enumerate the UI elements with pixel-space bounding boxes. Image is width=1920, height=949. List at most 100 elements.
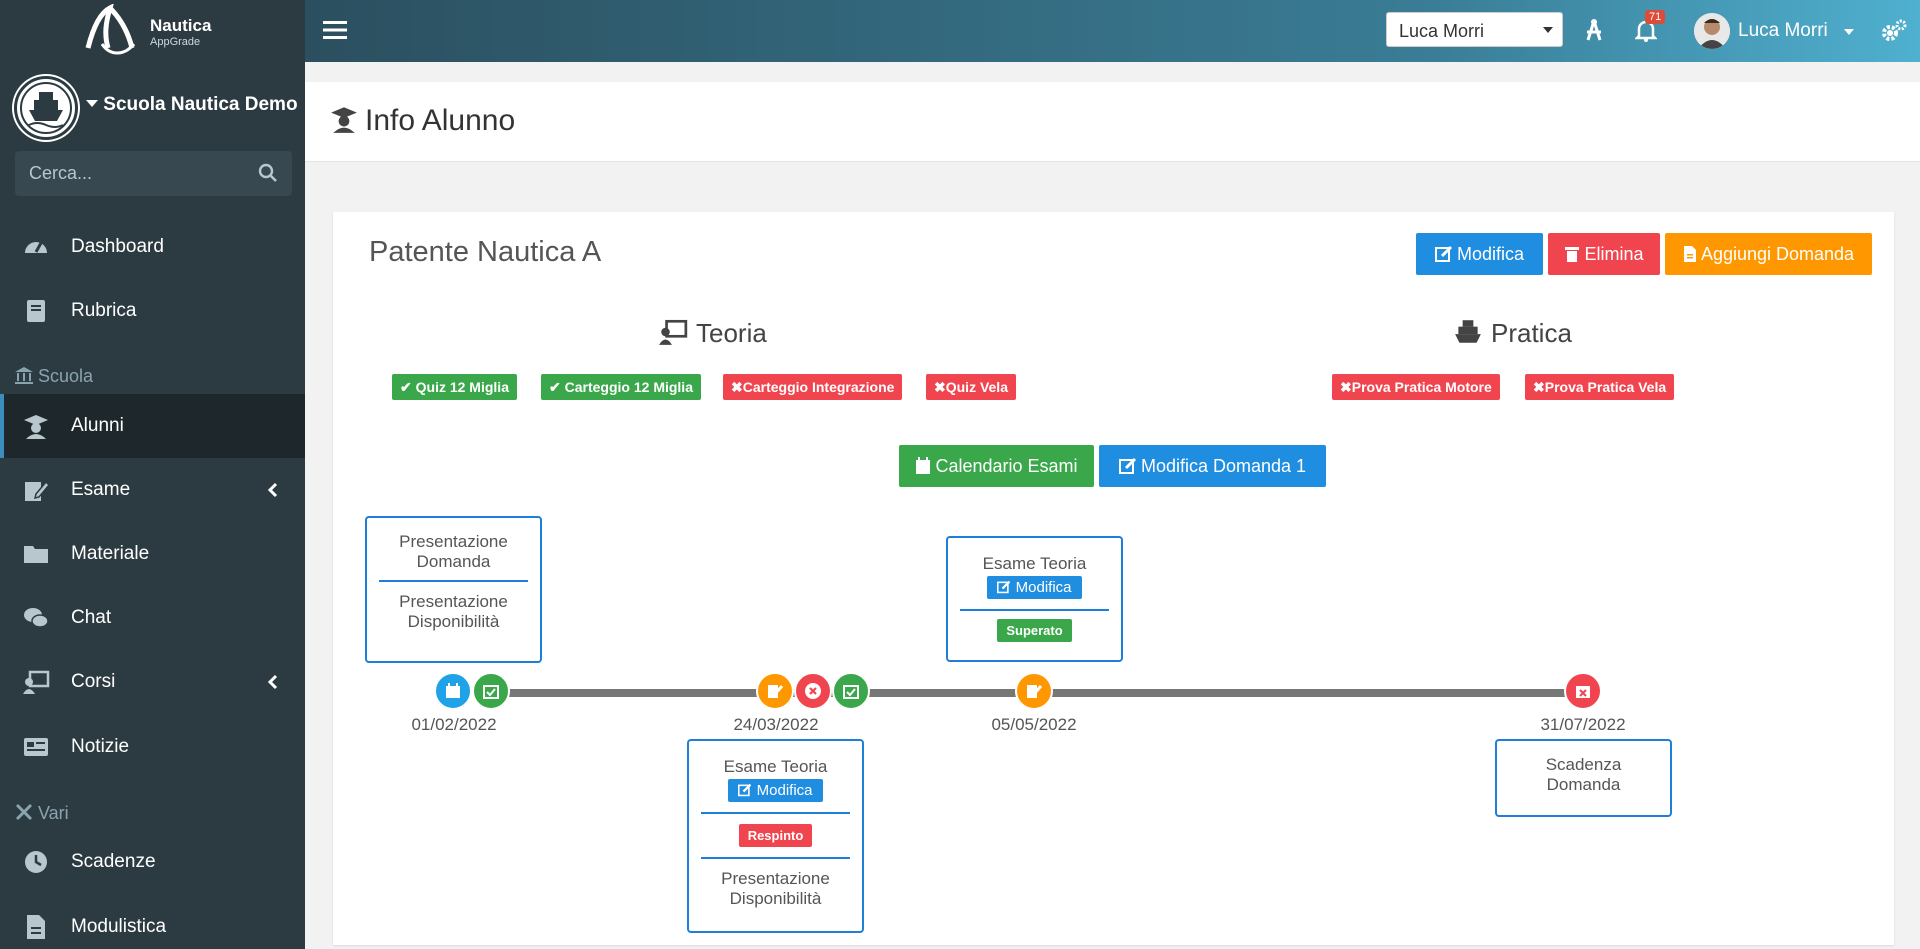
timeline-dot-deadline[interactable]	[1564, 672, 1602, 710]
box-separator	[960, 609, 1109, 611]
timeline-date: 05/05/2022	[991, 715, 1077, 734]
timeline-box-esame-respinto: Esame Teoria Modifica Respinto Presentaz…	[687, 739, 864, 933]
search-input[interactable]	[15, 151, 255, 196]
result-badge-respinto: Respinto	[738, 824, 813, 847]
hamburger-menu-icon[interactable]	[323, 19, 347, 41]
calendar-times-icon	[1576, 686, 1590, 698]
timeline-dot-calendar-check[interactable]	[472, 672, 510, 710]
section-vari: Vari	[14, 802, 69, 824]
box-separator	[701, 812, 850, 814]
timeline-dot-exam[interactable]	[756, 672, 794, 710]
caret-down-icon	[1543, 27, 1553, 33]
sidebar-item-rubrica[interactable]: Rubrica	[0, 279, 305, 343]
compass-icon[interactable]	[1581, 18, 1607, 44]
teacher-icon	[23, 670, 50, 694]
timeline-box-scadenza: Scadenza Domanda	[1495, 739, 1672, 817]
sidebar-item-dashboard[interactable]: Dashboard	[0, 215, 305, 279]
card-title: Patente Nautica A	[369, 236, 602, 268]
section-scuola: Scuola	[14, 365, 93, 387]
edit-icon	[738, 783, 752, 797]
sidebar-search	[15, 151, 292, 196]
timeline-dot-calendar-check[interactable]	[832, 672, 870, 710]
sidebar-item-label: Esame	[71, 479, 131, 500]
school-switcher[interactable]: Scuola Nautica Demo	[14, 76, 304, 140]
x-icon: ✖	[934, 379, 946, 395]
chat-icon	[24, 608, 49, 628]
student-icon	[331, 107, 357, 133]
page-header: Info Alunno	[305, 82, 1920, 162]
timeline-date: 31/07/2022	[1540, 715, 1626, 734]
user-menu[interactable]: Luca Morri	[1694, 12, 1854, 50]
edit-icon	[997, 580, 1011, 594]
modifica-domanda-button[interactable]: Modifica Domanda 1	[1099, 445, 1326, 487]
chevron-left-icon[interactable]	[265, 672, 279, 692]
result-badge-superato: Superato	[997, 619, 1072, 642]
tag-carteggio-integrazione: ✖Carteggio Integrazione	[723, 374, 903, 400]
timeline-box-presentazione: Presentazione Domanda Presentazione Disp…	[365, 516, 542, 663]
exam-icon	[768, 685, 784, 698]
x-icon: ✖	[1340, 379, 1352, 395]
sidebar-item-label: Corsi	[71, 671, 116, 692]
sidebar-item-scadenze[interactable]: Scadenze	[0, 830, 305, 894]
settings-gears-icon[interactable]	[1880, 18, 1908, 44]
user-name: Luca Morri	[1738, 20, 1828, 41]
sidebar-item-alunni[interactable]: Alunni	[0, 394, 305, 458]
user-select[interactable]: Luca Morri	[1386, 12, 1563, 47]
sidebar-item-corsi[interactable]: Corsi	[0, 650, 305, 714]
box-line: Presentazione Domanda	[399, 532, 508, 571]
box-line: Presentazione Disponibilità	[399, 592, 508, 631]
clock-icon	[25, 851, 47, 873]
tag-quiz-12-miglia: ✔ Quiz 12 Miglia	[392, 374, 517, 400]
school-name: Scuola Nautica Demo	[103, 94, 298, 115]
notification-count-badge: 71	[1645, 10, 1666, 24]
brand-sub: AppGrade	[150, 36, 201, 48]
student-icon	[24, 415, 48, 439]
sidebar-item-modulistica[interactable]: Modulistica	[0, 895, 305, 949]
user-avatar	[1694, 13, 1730, 49]
sidebar-item-notizie[interactable]: Notizie	[0, 715, 305, 779]
exam-icon	[25, 480, 50, 501]
caret-down-icon	[86, 100, 98, 107]
calendario-esami-button[interactable]: Calendario Esami	[899, 445, 1094, 487]
brand-logo[interactable]: Nautica AppGrade	[80, 4, 230, 58]
search-icon[interactable]	[258, 163, 278, 183]
sidebar-item-label: Rubrica	[71, 300, 137, 321]
calendar-check-icon	[483, 685, 499, 699]
caret-down-icon	[1844, 29, 1854, 35]
exam-icon	[1027, 685, 1043, 698]
chevron-left-icon[interactable]	[265, 480, 279, 500]
modifica-esame-button[interactable]: Modifica	[728, 779, 823, 802]
timeline-dot-calendar[interactable]	[434, 672, 472, 710]
school-avatar	[14, 76, 78, 140]
modifica-button[interactable]: Modifica	[1416, 233, 1543, 275]
box-separator	[701, 857, 850, 859]
calendar-icon	[916, 457, 931, 474]
elimina-button[interactable]: Elimina	[1548, 233, 1660, 275]
x-icon: ✖	[1533, 379, 1545, 395]
timeline-dot-failed[interactable]	[794, 672, 832, 710]
sidebar-item-label: Dashboard	[71, 236, 164, 257]
box-line: Scadenza Domanda	[1545, 755, 1622, 794]
document-icon	[27, 915, 45, 939]
sidebar-item-label: Chat	[71, 607, 112, 628]
licence-card: Patente Nautica A Modifica Elimina Aggiu…	[333, 212, 1894, 945]
institution-icon	[15, 367, 33, 384]
modifica-esame-button[interactable]: Modifica	[987, 576, 1082, 599]
sidebar-item-chat[interactable]: Chat	[0, 586, 305, 650]
tools-icon	[15, 803, 33, 821]
sidebar-item-esame[interactable]: Esame	[0, 458, 305, 522]
pratica-heading: Pratica	[1451, 317, 1572, 349]
tag-carteggio-12-miglia: ✔ Carteggio 12 Miglia	[541, 374, 701, 400]
calendar-check-icon	[843, 685, 859, 699]
sidebar-item-label: Modulistica	[71, 916, 167, 937]
calendar-icon	[446, 683, 460, 698]
page-title: Info Alunno	[329, 104, 515, 138]
notifications[interactable]: 71	[1633, 10, 1669, 48]
nautica-logo-icon	[85, 4, 136, 55]
tag-prova-pratica-motore: ✖Prova Pratica Motore	[1332, 374, 1500, 400]
timeline-date: 01/02/2022	[411, 715, 497, 734]
timeline-dot-exam[interactable]	[1015, 672, 1053, 710]
aggiungi-domanda-button[interactable]: Aggiungi Domanda	[1665, 233, 1872, 275]
dashboard-icon	[25, 242, 47, 253]
sidebar-item-materiale[interactable]: Materiale	[0, 522, 305, 586]
